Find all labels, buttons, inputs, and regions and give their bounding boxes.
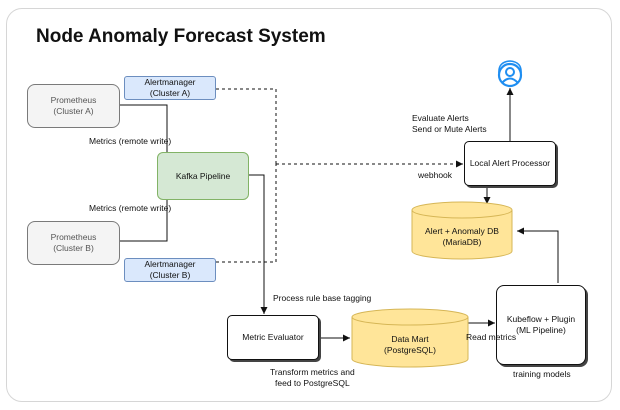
prometheus-cluster-b: Prometheus (Cluster B) [27, 221, 120, 265]
edge-alertmanager-a-dashed [216, 88, 277, 164]
alert-anomaly-db [411, 201, 513, 260]
prometheus-b-name: Prometheus [50, 232, 97, 242]
prometheus-b-cluster: (Cluster B) [53, 243, 94, 253]
label-read-metrics: Read metrics [466, 332, 517, 342]
prometheus-cluster-a: Prometheus (Cluster A) [27, 84, 120, 128]
data-mart-db [351, 308, 469, 368]
label-process-rule: Process rule base tagging [273, 293, 372, 303]
kubeflow-plugin: Kubeflow + Plugin (ML Pipeline) [496, 285, 586, 365]
prometheus-a-name: Prometheus [50, 95, 97, 105]
alertmanager-a-cluster: (Cluster A) [149, 88, 191, 98]
label-webhook: webhook [418, 170, 453, 180]
metric-evaluator: Metric Evaluator [227, 315, 319, 360]
prometheus-a-cluster: (Cluster A) [53, 106, 94, 116]
kafka-pipeline: Kafka Pipeline [157, 152, 249, 200]
data-mart-label: Data Mart (PostgreSQL) [352, 334, 468, 356]
alert-db-name: Alert + Anomaly DB [425, 226, 499, 236]
local-alert-processor-label: Local Alert Processor [469, 158, 551, 168]
alertmanager-cluster-b: Alertmanager (Cluster B) [124, 258, 216, 282]
label-evaluate-alerts: Evaluate Alerts Send or Mute Alerts [412, 113, 487, 135]
label-evaluate-line2: Send or Mute Alerts [412, 124, 487, 134]
data-mart-engine: (PostgreSQL) [384, 345, 436, 355]
page-title: Node Anomaly Forecast System [36, 26, 326, 47]
edge-prometheus-a-kafka [120, 104, 168, 152]
edge-alertmanager-b-dashed [216, 164, 277, 263]
kubeflow-sub: (ML Pipeline) [516, 325, 566, 335]
alert-db-engine: (MariaDB) [442, 237, 482, 247]
metric-evaluator-label: Metric Evaluator [242, 332, 304, 342]
alert-db-label: Alert + Anomaly DB (MariaDB) [412, 226, 512, 248]
label-transform-line1: Transform metrics and [270, 367, 355, 377]
label-remote-write-a: Metrics (remote write) [89, 136, 172, 146]
label-training-models: training models [513, 369, 571, 379]
edge-prometheus-b-kafka [120, 200, 168, 242]
alertmanager-a-name: Alertmanager [144, 77, 196, 87]
alertmanager-cluster-a: Alertmanager (Cluster A) [124, 76, 216, 100]
user-support-icon [497, 60, 523, 88]
local-alert-processor: Local Alert Processor [464, 141, 556, 186]
kubeflow-name: Kubeflow + Plugin [506, 314, 576, 324]
edge-kubeflow-db [517, 227, 559, 283]
alertmanager-b-cluster: (Cluster B) [149, 270, 191, 280]
label-evaluate-line1: Evaluate Alerts [412, 113, 469, 123]
alertmanager-b-name: Alertmanager [144, 259, 196, 269]
label-transform: Transform metrics and feed to PostgreSQL [270, 367, 355, 389]
kafka-pipeline-label: Kafka Pipeline [175, 170, 231, 181]
diagram-frame [6, 8, 612, 402]
data-mart-name: Data Mart [391, 334, 429, 344]
label-remote-write-b: Metrics (remote write) [89, 203, 172, 213]
label-transform-line2: feed to PostgreSQL [275, 378, 350, 388]
